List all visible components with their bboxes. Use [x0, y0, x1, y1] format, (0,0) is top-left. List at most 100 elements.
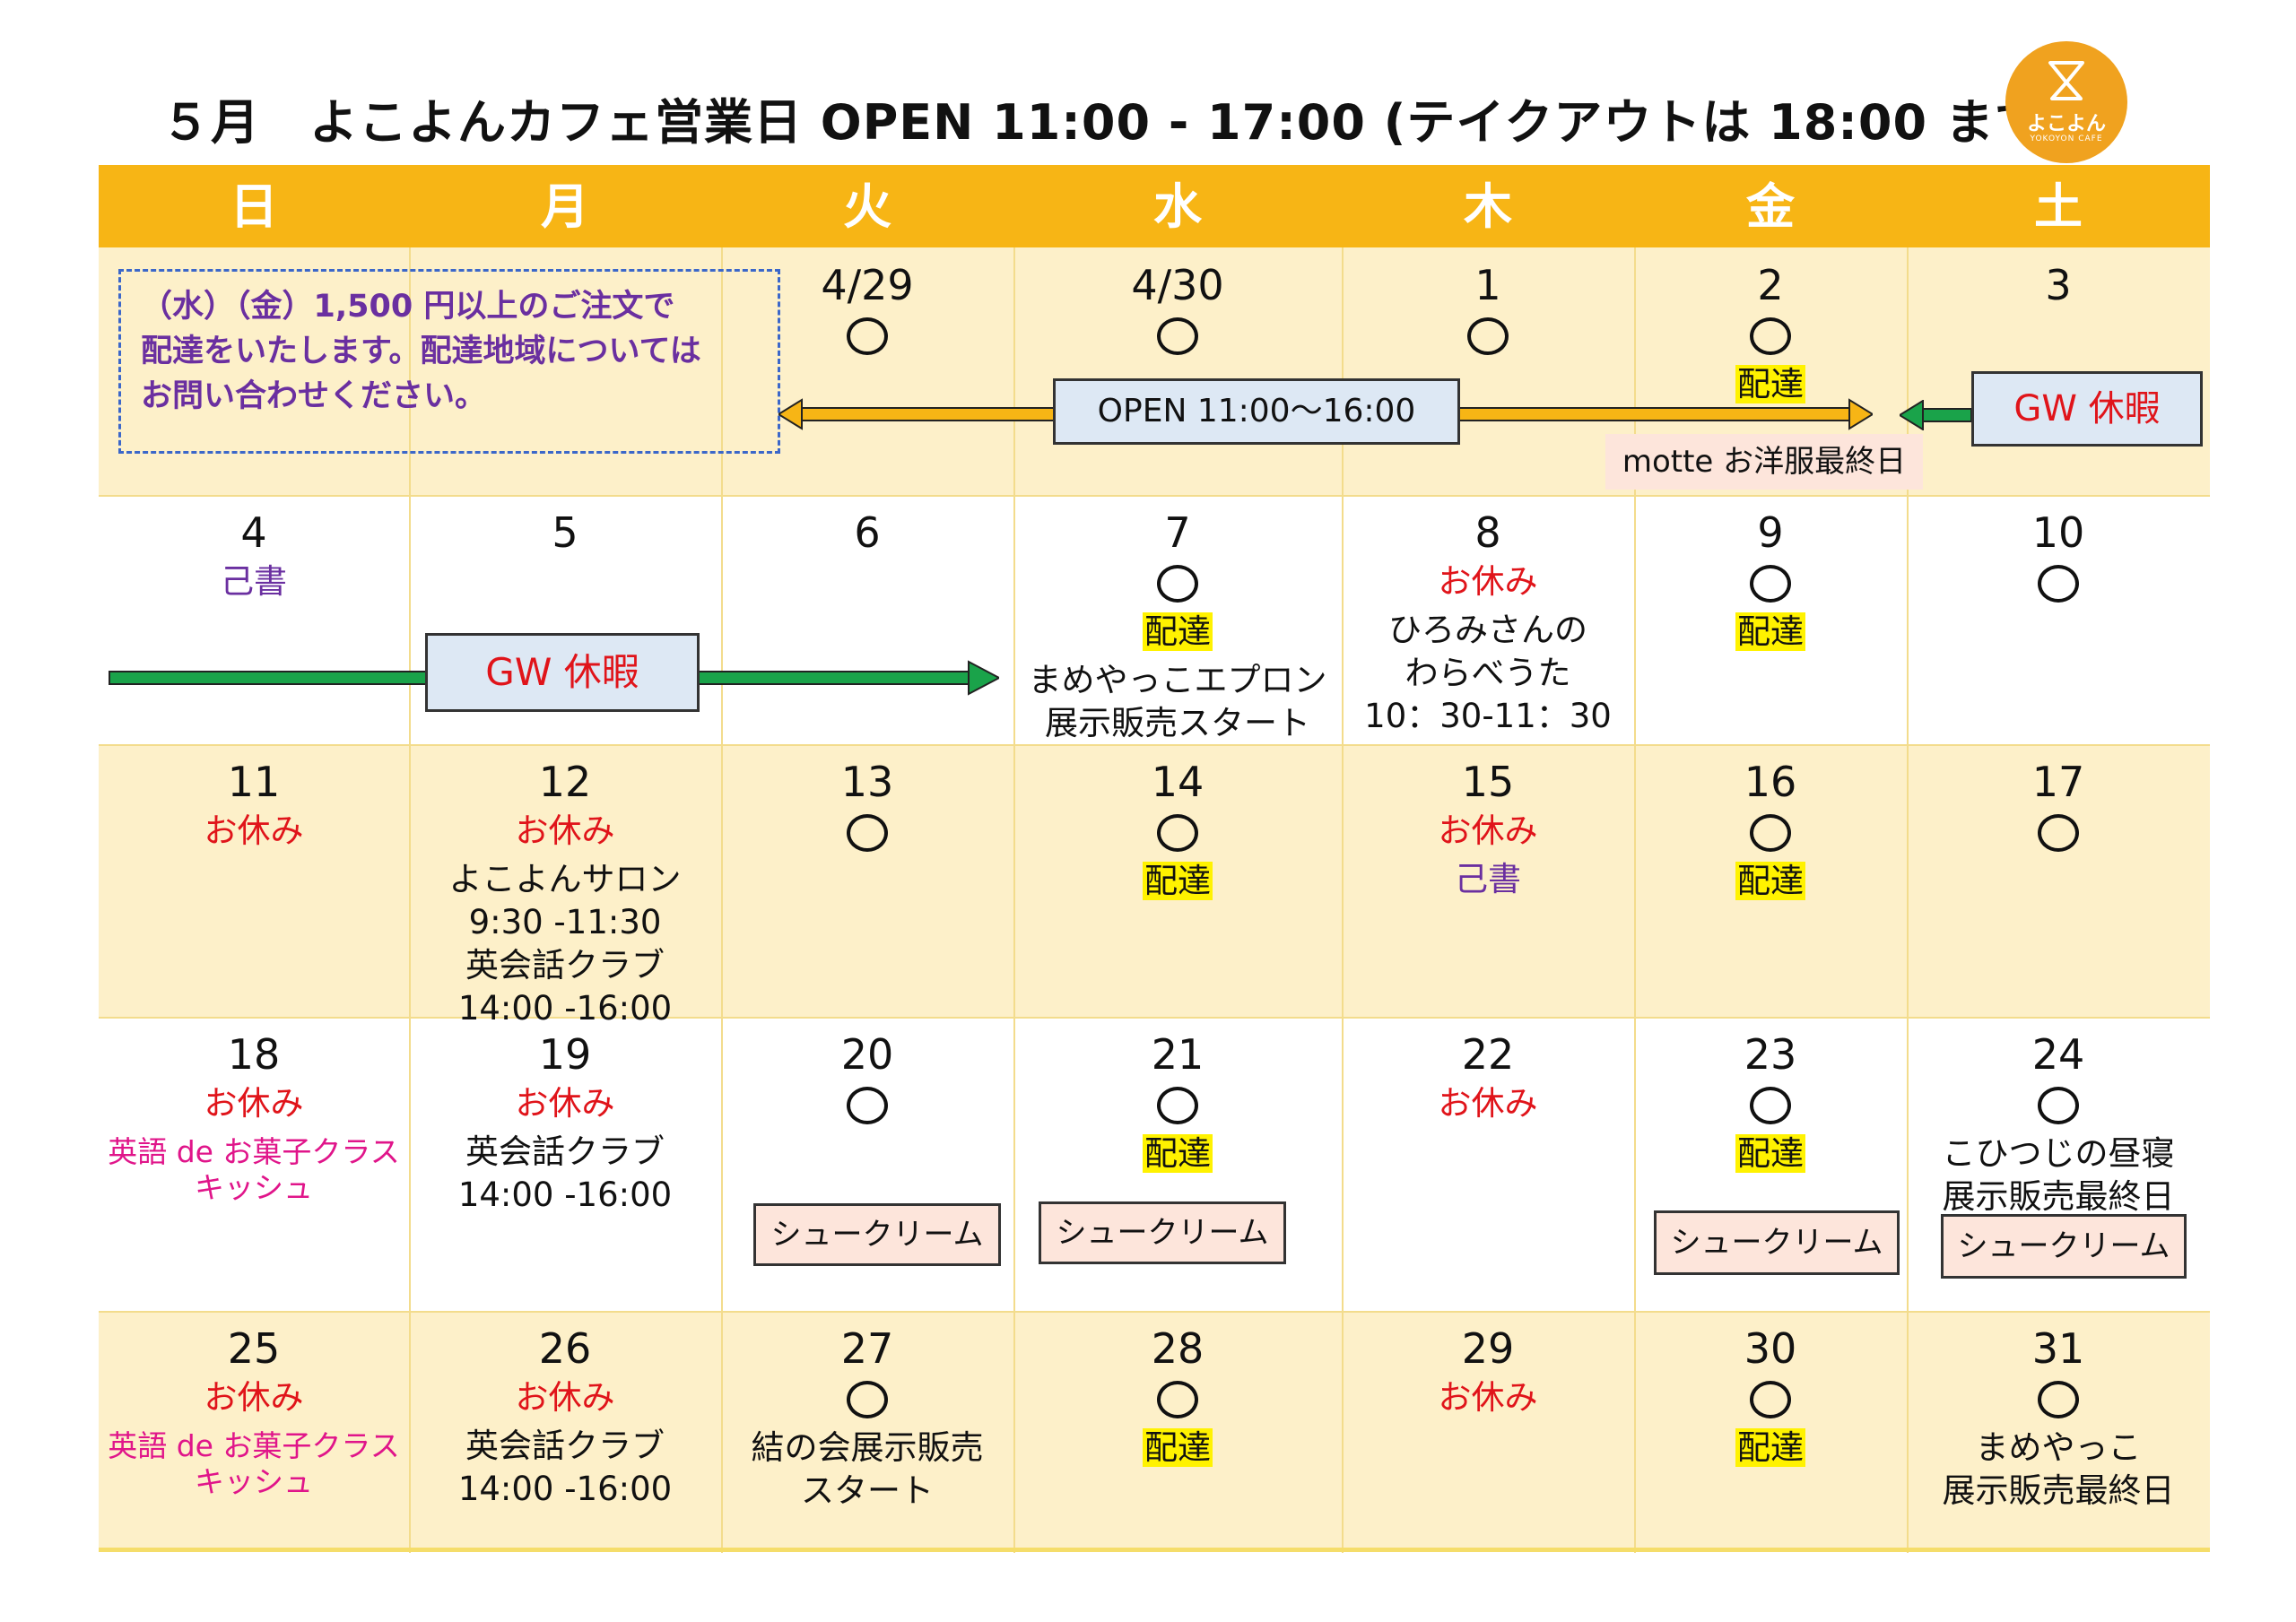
hourglass-icon	[2048, 61, 2084, 100]
grid-line	[1907, 247, 1909, 1553]
delivery-label: 配達	[1143, 862, 1213, 900]
day-cell: 17	[1907, 744, 2210, 1017]
delivery-line: 配達	[996, 861, 1360, 902]
delivery-line: 配達	[1616, 1427, 1925, 1469]
day-number: 21	[1151, 1030, 1205, 1079]
delivery-line: 配達	[1616, 861, 1925, 902]
day-cell: 4/30	[1013, 247, 1342, 495]
day-cell: 16 配達	[1634, 744, 1907, 1017]
open-circle-icon	[1467, 317, 1509, 355]
open-circle-icon	[1750, 1381, 1791, 1418]
cafe-logo: よこよん YOKOYON CAFE	[2005, 41, 2127, 163]
weekday-3: 水	[1153, 178, 1202, 235]
day-number: 1	[1474, 261, 1501, 309]
chou-cream-label: シュークリーム	[1941, 1214, 2187, 1279]
closed-label: お休み	[515, 1084, 615, 1123]
day-number: 2	[1757, 261, 1784, 309]
day-cell: 19 お休み英会話クラブ 14:00 -16:00	[409, 1017, 721, 1311]
closed-label: お休み	[515, 811, 615, 850]
open-circle-icon	[1157, 1087, 1198, 1124]
day-number: 19	[538, 1030, 592, 1079]
open-circle-icon	[1157, 814, 1198, 852]
open-circle-icon	[847, 1087, 888, 1124]
day-cell: 13	[721, 744, 1013, 1017]
delivery-label: 配達	[1735, 612, 1805, 651]
open-circle-icon	[1750, 1087, 1791, 1124]
event-text: スタート	[801, 1471, 934, 1510]
calligraphy-event: 己書	[1455, 860, 1521, 898]
event-text: こひつじの昼寝	[1942, 1134, 2175, 1173]
logo-name: よこよん	[2026, 113, 2106, 135]
delivery-label: 配達	[1143, 1428, 1213, 1467]
day-cell: 29 お休み	[1342, 1311, 1634, 1548]
day-number: 24	[2031, 1030, 2085, 1079]
day-number: 29	[1461, 1324, 1515, 1373]
closed-label: お休み	[1438, 811, 1538, 850]
weekday-6: 土	[2034, 178, 2083, 235]
weekday-5: 金	[1746, 178, 1795, 235]
event-text: 英会話クラブ	[465, 1132, 665, 1171]
closed-label: お休み	[204, 1378, 304, 1417]
day-number: 16	[1744, 758, 1797, 806]
event-text: ひろみさんの	[1388, 611, 1587, 649]
english-sweets-class: キッシュ	[195, 1464, 313, 1499]
day-number: 22	[1461, 1030, 1515, 1079]
chou-cream-label: シュークリーム	[753, 1203, 1001, 1266]
day-cell: 6	[721, 495, 1013, 744]
notice-line: （水）（金）1,500 円以上のご注文で	[141, 289, 675, 325]
english-sweets-class: 英語 de お菓子クラス	[108, 1134, 400, 1169]
delivery-line: 配達	[1616, 364, 1925, 405]
day-cell: 4 己書	[99, 495, 409, 744]
day-number: 12	[538, 758, 592, 806]
grid-line	[99, 1017, 2210, 1019]
english-sweets-class: キッシュ	[195, 1170, 313, 1205]
open-circle-icon	[1157, 565, 1198, 603]
logo-sub: YOKOYON CAFE	[2030, 134, 2103, 143]
day-number: 4	[240, 508, 267, 557]
event-text: 展示販売最終日	[1942, 1471, 2175, 1510]
closed-label: お休み	[204, 811, 304, 850]
event-text: 14:00 -16:00	[457, 1175, 673, 1214]
event-text: 英会話クラブ	[465, 946, 665, 984]
chou-cream-label: シュークリーム	[1654, 1210, 1900, 1275]
event-text: よこよんサロン	[448, 860, 682, 898]
day-number: 31	[2031, 1324, 2085, 1373]
closed-label: お休み	[1438, 1378, 1538, 1417]
grid-line	[1634, 247, 1636, 1553]
event-text: わらべうた	[1405, 654, 1571, 692]
delivery-label: 配達	[1143, 612, 1213, 651]
calligraphy-event: 己書	[221, 562, 287, 601]
weekday-2: 火	[843, 178, 891, 235]
open-circle-icon	[1750, 565, 1791, 603]
grid-line	[721, 247, 723, 1553]
weekday-header: 日月火水木金土	[99, 165, 2210, 247]
weekday-1: 月	[541, 178, 589, 235]
weekday-0: 日	[230, 178, 278, 235]
grid-line	[99, 744, 2210, 746]
notice-line: 配達をいたします。配達地域については	[141, 334, 701, 369]
gw-holiday-banner-2: GW 休暇	[425, 633, 700, 712]
day-number: 15	[1461, 758, 1515, 806]
delivery-label: 配達	[1735, 862, 1805, 900]
open-circle-icon	[1157, 1381, 1198, 1418]
gw-holiday-banner-1: GW 休暇	[1971, 371, 2203, 447]
open-hours-banner: OPEN 11:00～16:00	[1053, 378, 1460, 445]
day-number: 23	[1744, 1030, 1797, 1079]
event-text: 10：30-11：30	[1364, 697, 1612, 735]
day-number: 27	[840, 1324, 894, 1373]
delivery-notice: （水）（金）1,500 円以上のご注文で 配達をいたします。配達地域については …	[118, 269, 780, 454]
event-text: 展示販売スタート	[1045, 704, 1310, 742]
event-text: まめやっこエプロン	[1028, 661, 1327, 699]
grid-line	[99, 1311, 2210, 1313]
day-cell: 15 お休み己書	[1342, 744, 1634, 1017]
day-number: 5	[552, 508, 578, 557]
